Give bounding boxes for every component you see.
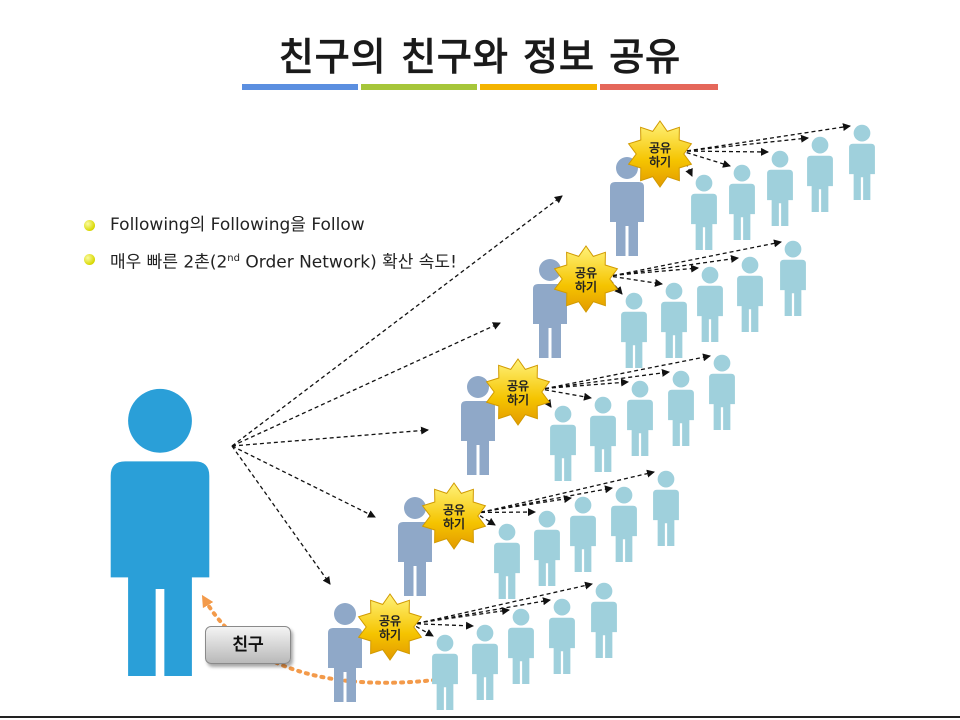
share-arrow	[679, 134, 809, 153]
share-arrow	[679, 123, 851, 153]
share-arrow	[605, 264, 699, 277]
share-arrow	[537, 387, 592, 401]
follower-person-icon	[611, 486, 637, 562]
title-underline-green	[361, 84, 477, 90]
follower-person-icon	[709, 354, 735, 430]
share-arrow	[679, 149, 731, 168]
bullet-text-prefix: 매우 빠른 2촌(2	[110, 252, 228, 273]
main-person-icon	[110, 388, 210, 676]
friend-person-icon	[328, 603, 362, 702]
bullet-dot-icon	[84, 254, 95, 265]
title-underline-blue	[242, 84, 358, 90]
follower-person-icon	[729, 164, 755, 240]
badge-label-line2: 하기	[649, 154, 671, 169]
main-fanout-arrow	[231, 445, 376, 518]
follower-person-icon	[653, 470, 679, 546]
friend-person-icon	[398, 497, 432, 596]
follower-person-icon	[432, 634, 458, 710]
badge-label-line2: 하기	[507, 392, 529, 407]
bullet-item: Following의 Following을 Follow	[84, 214, 457, 248]
follower-person-icon	[661, 282, 687, 358]
badge-label-line2: 하기	[575, 279, 597, 294]
bullet-text-suffix: Order Network) 확산 속도!	[239, 252, 457, 273]
main-fanout-arrow	[231, 195, 563, 447]
return-curve-arrow	[201, 594, 437, 685]
badge-label-line1: 공유	[443, 503, 465, 517]
follower-person-icon	[534, 510, 560, 586]
share-arrow	[473, 508, 536, 517]
slide-bottom-border	[0, 716, 960, 718]
follower-person-icon	[849, 124, 875, 200]
star-badge-icon	[485, 358, 551, 426]
follower-person-icon	[807, 136, 833, 212]
share-arrow	[605, 274, 663, 287]
badge-label-line1: 공유	[379, 614, 401, 628]
badge-label-line2: 하기	[443, 516, 465, 531]
star-badge-icon	[627, 120, 693, 188]
share-arrow	[537, 353, 711, 391]
follower-person-icon	[691, 174, 717, 250]
badge-label-line1: 공유	[507, 379, 529, 393]
share-arrow	[409, 622, 434, 637]
bullet-superscript: nd	[227, 253, 240, 264]
page-title: 친구의 친구와 정보 공유	[278, 35, 682, 79]
follower-person-icon	[780, 240, 806, 316]
title-underline-orange	[480, 84, 597, 90]
bullet-text: Following의 Following을 Follow	[110, 215, 365, 235]
bullet-dot-icon	[84, 220, 95, 231]
title-underline-red	[600, 84, 718, 90]
follower-person-icon	[767, 150, 793, 226]
share-arrow	[409, 597, 551, 626]
follower-person-icon	[570, 496, 596, 572]
star-badge-icon	[357, 593, 423, 661]
follower-person-icon	[668, 370, 694, 446]
follower-person-icon	[627, 380, 653, 456]
friend-person-icon	[461, 376, 495, 475]
share-arrow	[473, 469, 655, 515]
follower-person-icon	[549, 598, 575, 674]
share-arrow	[409, 621, 474, 630]
share-arrow	[537, 368, 670, 391]
follower-person-icon	[550, 405, 576, 481]
follower-person-icon	[697, 266, 723, 342]
share-arrow	[679, 147, 769, 156]
star-badge-icon	[553, 245, 619, 313]
follower-person-icon	[591, 582, 617, 658]
follower-person-icon	[472, 624, 498, 700]
bullet-list: Following의 Following을 Follow 매우 빠른 2촌(2n…	[84, 214, 457, 282]
star-badge-icon	[421, 482, 487, 550]
badge-label-line2: 하기	[379, 627, 401, 642]
main-fanout-arrow	[231, 426, 429, 447]
share-arrow	[605, 255, 739, 278]
friend-button[interactable]: 친구	[205, 626, 291, 664]
follower-person-icon	[737, 256, 763, 332]
follower-person-icon	[590, 396, 616, 472]
bullet-item: 매우 빠른 2촌(2nd Order Network) 확산 속도!	[84, 248, 457, 282]
friend-person-icon	[610, 157, 644, 256]
follower-person-icon	[508, 608, 534, 684]
badge-label-line1: 공유	[575, 266, 597, 280]
share-arrow	[409, 581, 593, 626]
friend-person-icon	[533, 259, 567, 358]
share-arrow	[605, 239, 782, 278]
main-fanout-arrow	[231, 445, 331, 585]
follower-person-icon	[621, 292, 647, 368]
main-fanout-arrow	[231, 322, 501, 447]
badge-label-line1: 공유	[649, 141, 671, 155]
follower-person-icon	[494, 523, 520, 599]
